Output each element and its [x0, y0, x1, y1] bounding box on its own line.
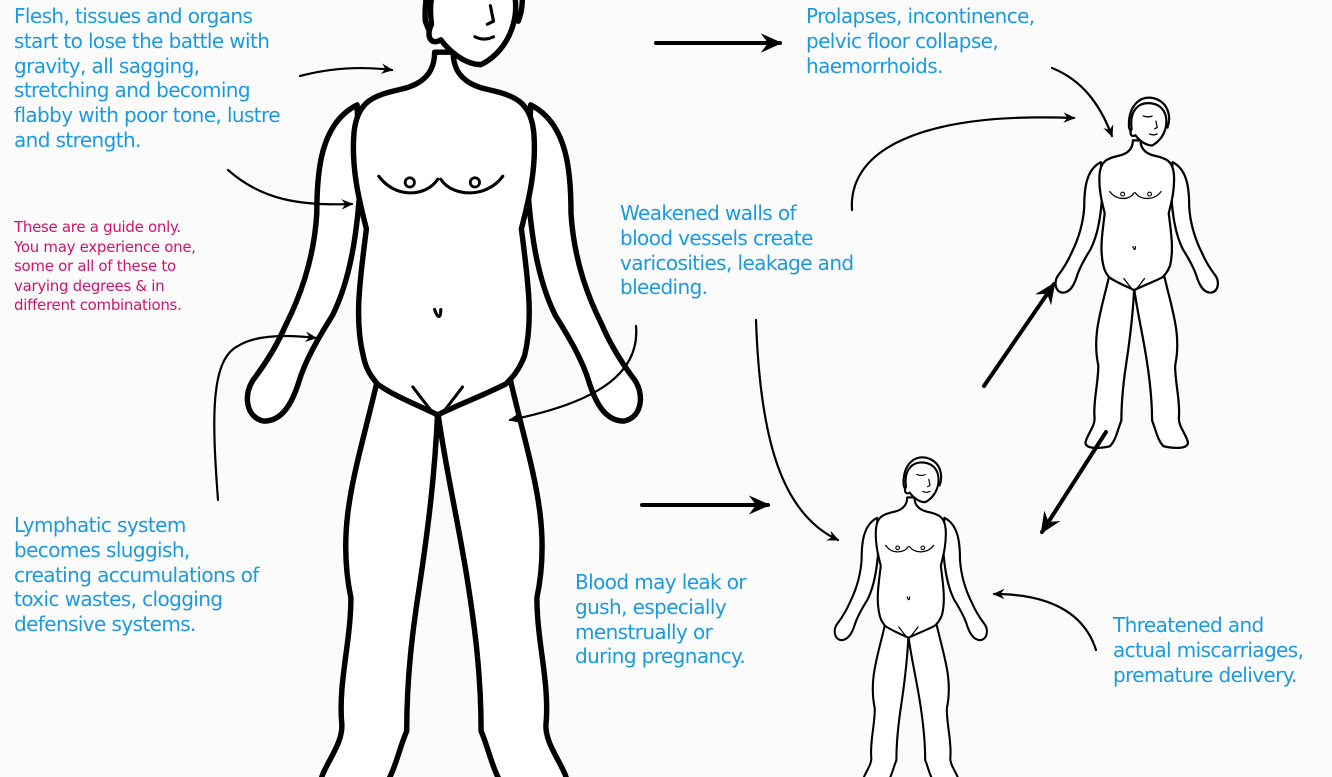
lymphatic-annotation: Lymphatic system becomes sluggish, creat…	[14, 513, 259, 637]
prolapses-annotation: Prolapses, incontinence, pelvic floor co…	[806, 4, 1035, 78]
vessels-to-upper-figure-arrow	[852, 117, 1074, 210]
guide-disclaimer: These are a guide only. You may experien…	[14, 218, 196, 316]
prolapses-arrow	[1052, 68, 1112, 136]
flesh-to-head-arrow	[300, 68, 392, 76]
vessels-to-lower-figure-arrow	[756, 320, 838, 540]
vessels-annotation: Weakened walls of blood vessels create v…	[620, 201, 854, 300]
flesh-annotation: Flesh, tissues and organs start to lose …	[14, 4, 280, 153]
diagonal-down-arrow	[1042, 432, 1106, 532]
miscarriage-arrow	[994, 594, 1096, 650]
blood-annotation: Blood may leak or gush, especially menst…	[575, 570, 746, 669]
diagonal-up-arrow	[984, 284, 1054, 386]
upper-right-female-figure	[1056, 98, 1218, 448]
miscarriage-annotation: Threatened and actual miscarriages, prem…	[1113, 613, 1303, 687]
lower-right-female-figure	[835, 457, 987, 777]
